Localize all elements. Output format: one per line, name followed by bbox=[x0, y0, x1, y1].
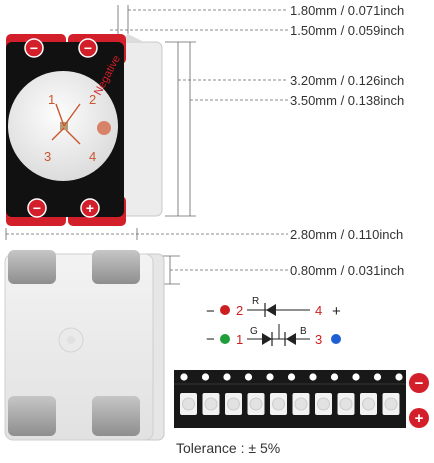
pad-silver-top-left bbox=[8, 250, 56, 284]
pin-4-label: 4 bbox=[89, 149, 96, 164]
svg-text:−: − bbox=[415, 375, 424, 392]
pin-blue-number: 3 bbox=[315, 332, 322, 347]
top-view-led: 1 2 3 4 Negative − − − + bbox=[6, 34, 163, 226]
sprocket-hole bbox=[395, 373, 403, 381]
sprocket-hole bbox=[201, 373, 210, 381]
dim-top-width-2: 1.50mm / 0.059inch bbox=[290, 23, 405, 38]
dim-side-height-2: 3.50mm / 0.138inch bbox=[290, 93, 405, 108]
label-r: R bbox=[252, 296, 259, 307]
dim-top-width-1: 1.80mm / 0.071inch bbox=[290, 3, 405, 18]
sprocket-hole bbox=[309, 373, 317, 381]
sprocket-hole bbox=[266, 373, 274, 381]
tape-led bbox=[315, 393, 332, 415]
dimension-lines-top bbox=[5, 5, 288, 285]
tape-sprocket-holes bbox=[180, 373, 403, 381]
pin-red-number: 2 bbox=[236, 303, 243, 318]
label-b: B bbox=[300, 326, 307, 337]
tape-led bbox=[292, 393, 310, 415]
svg-text:+: + bbox=[86, 200, 94, 216]
pin-green-number: 1 bbox=[236, 332, 243, 347]
tape-led bbox=[270, 393, 287, 415]
pin-2-label: 2 bbox=[89, 92, 96, 107]
pin-3-label: 3 bbox=[44, 149, 51, 164]
schematic-minus-bottom: − bbox=[206, 331, 215, 348]
sprocket-hole bbox=[352, 373, 360, 381]
sprocket-hole bbox=[330, 373, 339, 381]
sprocket-hole bbox=[244, 373, 253, 381]
dim-thickness: 0.80mm / 0.031inch bbox=[290, 263, 405, 278]
pin-common-number: 4 bbox=[315, 303, 322, 318]
blue-led-dot bbox=[331, 334, 341, 344]
schematic-plus: + bbox=[332, 303, 341, 320]
rgb-schematic: − 2 R 4 + − 1 G B 3 bbox=[206, 296, 341, 348]
schematic-minus-top: − bbox=[206, 303, 215, 320]
tape-minus-badge: − bbox=[409, 373, 429, 393]
tape-leds bbox=[180, 393, 400, 415]
pad-silver-bottom-left bbox=[8, 396, 56, 436]
polarity-minus-top-right: − bbox=[78, 38, 98, 58]
pad-silver-top-right bbox=[92, 250, 140, 284]
tape-led bbox=[202, 393, 220, 415]
green-led-dot bbox=[220, 334, 230, 344]
bottom-view-led bbox=[4, 250, 165, 441]
polarity-minus-bottom: − bbox=[27, 198, 47, 218]
polarity-plus-bottom: + bbox=[80, 198, 100, 218]
led-tape-strip bbox=[174, 370, 406, 428]
dim-side-height-1: 3.20mm / 0.126inch bbox=[290, 73, 405, 88]
svg-text:+: + bbox=[415, 410, 424, 427]
tape-led bbox=[337, 393, 355, 415]
svg-text:−: − bbox=[33, 200, 41, 216]
dim-bottom-width: 2.80mm / 0.110inch bbox=[290, 227, 404, 242]
red-led-dot bbox=[220, 305, 230, 315]
polarity-minus-top: − bbox=[24, 38, 44, 58]
sprocket-hole bbox=[180, 373, 188, 381]
label-g: G bbox=[250, 326, 258, 337]
pad-silver-bottom-right bbox=[92, 396, 140, 436]
sprocket-hole bbox=[223, 373, 231, 381]
tape-plus-badge: + bbox=[409, 408, 429, 428]
sprocket-hole bbox=[373, 373, 382, 381]
pin-1-label: 1 bbox=[48, 92, 55, 107]
tolerance-note: Tolerance : ± 5% bbox=[176, 440, 281, 456]
tape-led bbox=[360, 393, 377, 415]
tape-led bbox=[247, 393, 265, 415]
tape-led bbox=[180, 393, 197, 415]
tape-led bbox=[225, 393, 242, 415]
svg-text:−: − bbox=[84, 40, 92, 56]
tape-led bbox=[382, 393, 400, 415]
sprocket-hole bbox=[287, 373, 296, 381]
svg-text:−: − bbox=[30, 40, 38, 56]
